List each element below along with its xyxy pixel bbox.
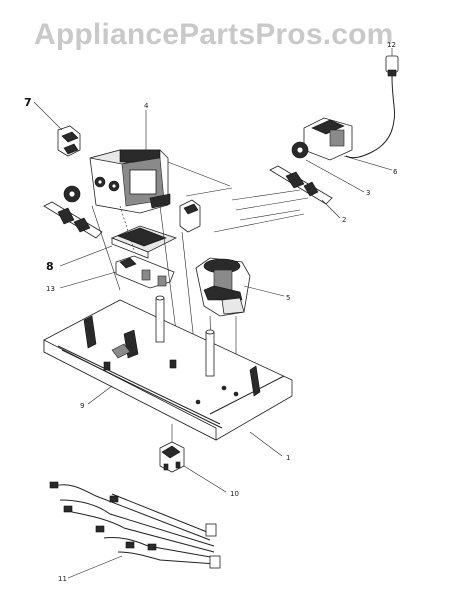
callout-9: 9	[80, 402, 85, 410]
callout-3: 3	[366, 189, 371, 197]
leader-8	[59, 245, 113, 267]
part-10-rocker-switch	[159, 441, 185, 473]
leader-10	[183, 465, 227, 493]
small-clip	[179, 199, 201, 233]
callout-5: 5	[286, 294, 291, 302]
leader-9	[87, 385, 113, 405]
sensor-cable	[345, 75, 396, 159]
leader-5	[243, 285, 285, 297]
leader-2	[321, 199, 341, 219]
leader-6	[343, 155, 393, 171]
callout-12: 12	[387, 41, 396, 49]
part-11-wiring-harness	[49, 481, 221, 569]
callout-6: 6	[393, 168, 398, 176]
part-4-control-block	[89, 149, 171, 214]
callout-2: 2	[342, 216, 347, 224]
watermark-logo: AppliancePartsPros.com	[34, 18, 394, 51]
leader-1	[249, 431, 283, 457]
callout-10: 10	[230, 490, 239, 498]
part-5-motor-assembly	[195, 257, 251, 317]
part-8-cover-plate	[110, 225, 178, 259]
part-7-clip	[57, 125, 81, 157]
left-knob	[63, 185, 81, 203]
part-2-mounting-bracket	[269, 165, 333, 205]
callout-1: 1	[286, 454, 291, 462]
callout-11: 11	[58, 575, 67, 583]
part-6-control-switch	[291, 117, 353, 161]
part-1-base-chassis	[43, 295, 293, 441]
leader-11	[67, 555, 123, 579]
callout-7: 7	[24, 96, 32, 109]
callout-8: 8	[46, 260, 54, 273]
leader-3	[305, 159, 365, 193]
part-13-latch-bracket	[115, 255, 175, 289]
leader-13	[59, 271, 117, 289]
callout-4: 4	[144, 102, 149, 110]
left-mounting-bracket	[43, 201, 103, 239]
part-12-sensor	[385, 55, 399, 77]
leader-7	[33, 101, 63, 131]
callout-13: 13	[46, 285, 55, 293]
